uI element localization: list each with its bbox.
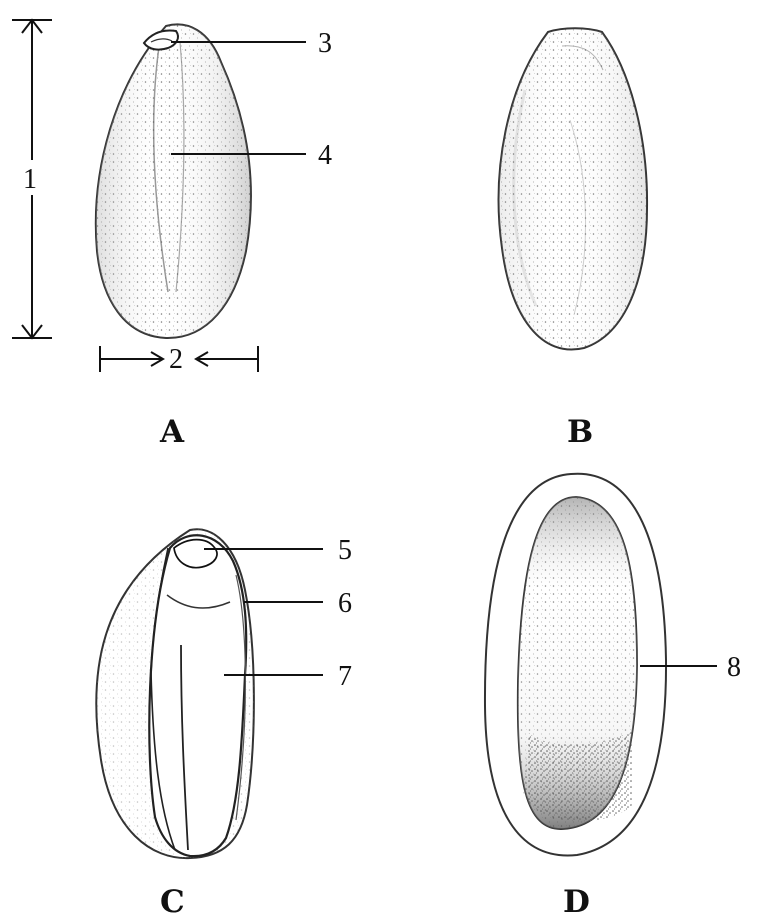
panel-label-d: D [563, 884, 590, 920]
measurement-width-marker: 2 [100, 344, 258, 375]
callout-5-label: 5 [338, 535, 352, 566]
measurement-length-marker: 1 [12, 20, 52, 338]
panel-a-seed-drawing [96, 24, 251, 338]
callout-8-label: 8 [727, 652, 741, 683]
callout-4-label: 4 [318, 140, 332, 171]
callout-1-label: 1 [23, 164, 37, 195]
panel-label-c: C [160, 884, 185, 920]
panel-label-b: B [567, 414, 593, 450]
callout-2-label: 2 [169, 344, 183, 375]
callout-3-label: 3 [318, 28, 332, 59]
callout-6: 6 [244, 588, 352, 619]
panel-b-seed-drawing [499, 28, 647, 349]
callout-6-label: 6 [338, 588, 352, 619]
panel-d-seed-drawing [485, 474, 666, 856]
panel-c-seed-drawing [96, 529, 254, 858]
callout-7-label: 7 [338, 661, 352, 692]
panel-label-a: A [159, 414, 185, 450]
